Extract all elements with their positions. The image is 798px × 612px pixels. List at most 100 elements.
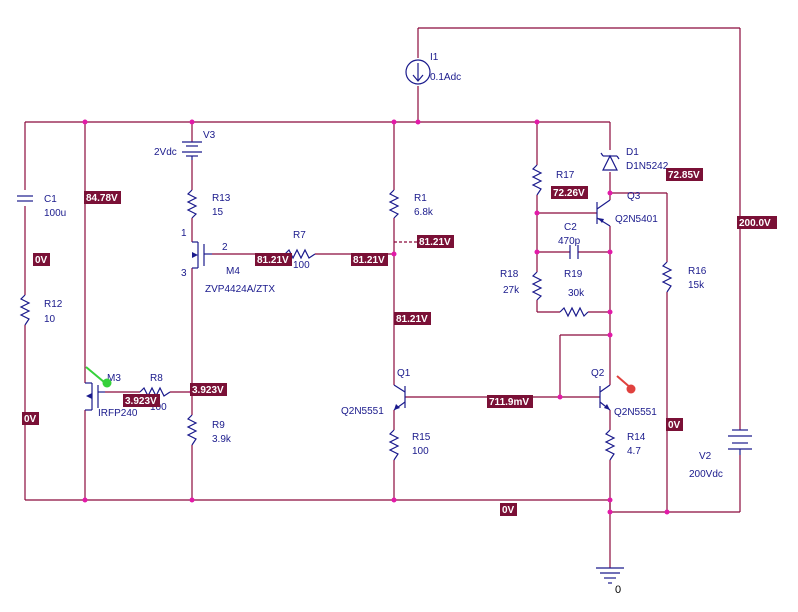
- svg-text:3.923V: 3.923V: [125, 396, 157, 407]
- voltage-marker: 72.26V: [551, 186, 588, 199]
- r13-name: R13: [212, 193, 231, 204]
- current-source-i1[interactable]: I1 0.1Adc: [405, 52, 461, 85]
- transistor-q1[interactable]: Q1 Q2N5551: [341, 368, 411, 417]
- m3-value: IRFP240: [98, 408, 138, 419]
- resistor-r9[interactable]: R9 3.9k: [186, 414, 232, 446]
- svg-text:81.21V: 81.21V: [257, 255, 289, 266]
- svg-text:72.85V: 72.85V: [668, 170, 700, 181]
- v3-value: 2Vdc: [154, 147, 177, 158]
- q3-value: Q2N5401: [615, 214, 658, 225]
- transistor-q2[interactable]: Q2 Q2N5551: [591, 368, 657, 418]
- resistor-r16[interactable]: R16 15k: [661, 261, 707, 293]
- junctions: [82, 119, 670, 515]
- r8-name: R8: [150, 373, 163, 384]
- m4-pin3: 3: [181, 268, 187, 279]
- r14-value: 4.7: [627, 446, 641, 457]
- mosfet-m4[interactable]: 1 2 3 M4 ZVP4424A/ZTX: [181, 228, 275, 295]
- r7-value: 100: [293, 260, 310, 271]
- m4-pin1: 1: [181, 228, 187, 239]
- resistor-r8[interactable]: R8 100: [139, 373, 171, 413]
- r1-name: R1: [414, 193, 427, 204]
- voltage-markers: 84.78V 0V 0V 81.21V 81.21V 81.21V 81.21V: [22, 168, 777, 516]
- voltage-marker: 3.923V: [190, 383, 227, 396]
- m3-name: M3: [107, 373, 121, 384]
- r18-value: 27k: [503, 285, 520, 296]
- ground-symbol[interactable]: 0: [596, 567, 624, 596]
- q2-value: Q2N5551: [614, 407, 657, 418]
- svg-text:711.9mV: 711.9mV: [489, 397, 529, 408]
- diode-d1[interactable]: D1 D1N5242: [600, 147, 669, 172]
- m4-name: M4: [226, 266, 240, 277]
- voltage-marker: 84.78V: [84, 191, 121, 204]
- resistor-r18[interactable]: R18 27k: [500, 269, 543, 301]
- v2-name: V2: [699, 451, 712, 462]
- voltage-marker: 0V: [22, 412, 39, 425]
- red-probe-marker[interactable]: [616, 375, 636, 394]
- voltage-marker: 81.21V: [394, 312, 431, 325]
- r1-value: 6.8k: [414, 207, 434, 218]
- resistor-r1[interactable]: R1 6.8k: [388, 189, 434, 219]
- transistor-q3[interactable]: Q3 Q2N5401: [596, 191, 658, 227]
- wires: [24, 27, 741, 568]
- svg-text:200.0V: 200.0V: [739, 218, 771, 229]
- i1-value: 0.1Adc: [430, 72, 461, 83]
- r9-value: 3.9k: [212, 434, 232, 445]
- voltage-marker: 0V: [500, 503, 517, 516]
- c2-value: 470p: [558, 236, 581, 247]
- green-probe-marker[interactable]: [85, 366, 112, 388]
- r8-value: 100: [150, 402, 167, 413]
- mosfet-m3[interactable]: M3 IRFP240: [85, 373, 138, 419]
- d1-name: D1: [626, 147, 639, 158]
- ground-label: 0: [615, 584, 621, 596]
- r17-name: R17: [556, 170, 575, 181]
- r13-value: 15: [212, 207, 224, 218]
- resistor-r15[interactable]: R15 100: [388, 429, 431, 461]
- voltage-marker: 81.21V: [351, 253, 388, 266]
- q1-value: Q2N5551: [341, 406, 384, 417]
- svg-text:81.21V: 81.21V: [353, 255, 385, 266]
- r15-name: R15: [412, 432, 431, 443]
- r16-value: 15k: [688, 280, 705, 291]
- q2-name: Q2: [591, 368, 605, 379]
- resistor-r14[interactable]: R14 4.7: [604, 429, 646, 461]
- r19-name: R19: [564, 269, 583, 280]
- capacitor-c2[interactable]: C2 470p: [558, 222, 581, 259]
- c1-value: 100u: [44, 208, 66, 219]
- svg-text:3.923V: 3.923V: [192, 385, 224, 396]
- m4-value: ZVP4424A/ZTX: [205, 284, 275, 295]
- voltage-marker: 200.0V: [737, 216, 777, 229]
- d1-value: D1N5242: [626, 161, 669, 172]
- r9-name: R9: [212, 420, 225, 431]
- resistor-r12[interactable]: R12 10: [19, 294, 63, 326]
- r18-name: R18: [500, 269, 519, 280]
- resistor-r13[interactable]: R13 15: [186, 189, 231, 219]
- capacitor-c1[interactable]: C1 100u: [17, 194, 66, 219]
- resistor-r17[interactable]: R17: [531, 164, 575, 196]
- voltage-marker: 0V: [666, 418, 683, 431]
- v3-name: V3: [203, 130, 216, 141]
- voltage-source-v3[interactable]: V3 2Vdc: [154, 130, 216, 160]
- q3-name: Q3: [627, 191, 641, 202]
- r15-value: 100: [412, 446, 429, 457]
- i1-name: I1: [430, 52, 439, 63]
- resistor-r19[interactable]: R19 30k: [559, 269, 589, 318]
- voltage-marker: 81.21V: [417, 235, 454, 248]
- svg-text:84.78V: 84.78V: [86, 193, 118, 204]
- voltage-marker: 711.9mV: [487, 395, 533, 408]
- voltage-source-v2[interactable]: V2 200Vdc: [689, 429, 752, 480]
- r14-name: R14: [627, 432, 646, 443]
- resistor-r7[interactable]: R7 100: [284, 230, 316, 271]
- voltage-marker: 0V: [33, 253, 50, 266]
- svg-text:0V: 0V: [24, 414, 37, 425]
- voltage-marker: 81.21V: [255, 253, 292, 266]
- voltage-marker: 3.923V: [123, 394, 160, 407]
- m4-pin2: 2: [222, 242, 228, 253]
- q1-name: Q1: [397, 368, 411, 379]
- svg-text:81.21V: 81.21V: [396, 314, 428, 325]
- svg-text:81.21V: 81.21V: [419, 237, 451, 248]
- c1-name: C1: [44, 194, 57, 205]
- voltage-marker: 72.85V: [666, 168, 703, 181]
- svg-text:72.26V: 72.26V: [553, 188, 585, 199]
- r7-name: R7: [293, 230, 306, 241]
- r16-name: R16: [688, 266, 707, 277]
